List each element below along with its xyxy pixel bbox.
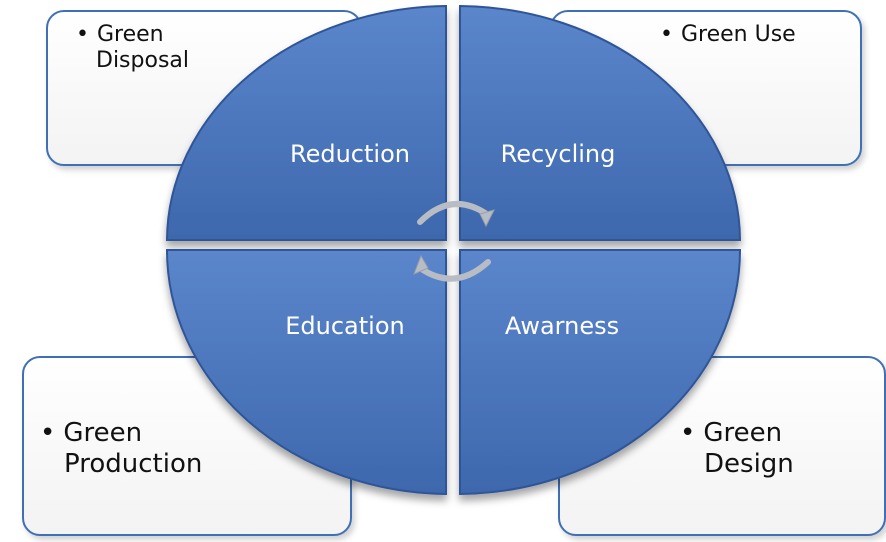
quadrant-education — [165, 249, 447, 496]
card-line: Design — [704, 449, 794, 480]
card-line: Green — [63, 418, 143, 448]
bullet: • — [680, 418, 696, 448]
card-line: Disposal — [96, 48, 189, 74]
label-recycling: Recycling — [501, 140, 616, 168]
bullet: • — [40, 418, 56, 448]
quadrant-recycling — [459, 4, 742, 241]
card-text-green-use: • Green Use — [660, 22, 796, 48]
bullet: • — [76, 22, 89, 47]
card-text-green-design: •Green Design — [680, 418, 794, 480]
card-line: Green Use — [680, 22, 796, 47]
card-text-green-disposal: • Green Disposal — [76, 22, 189, 75]
label-reduction: Reduction — [290, 140, 410, 168]
card-text-green-production: •Green Production — [40, 418, 202, 480]
label-awarness: Awarness — [505, 312, 619, 340]
card-line: Production — [64, 449, 203, 480]
card-line: Green — [703, 418, 783, 448]
bullet: • — [660, 22, 673, 47]
card-line: Green — [96, 22, 164, 47]
quadrant-awarness — [459, 249, 742, 496]
cycle-arrows-icon — [413, 201, 495, 282]
quadrant-reduction — [165, 4, 447, 241]
label-education: Education — [285, 312, 404, 340]
